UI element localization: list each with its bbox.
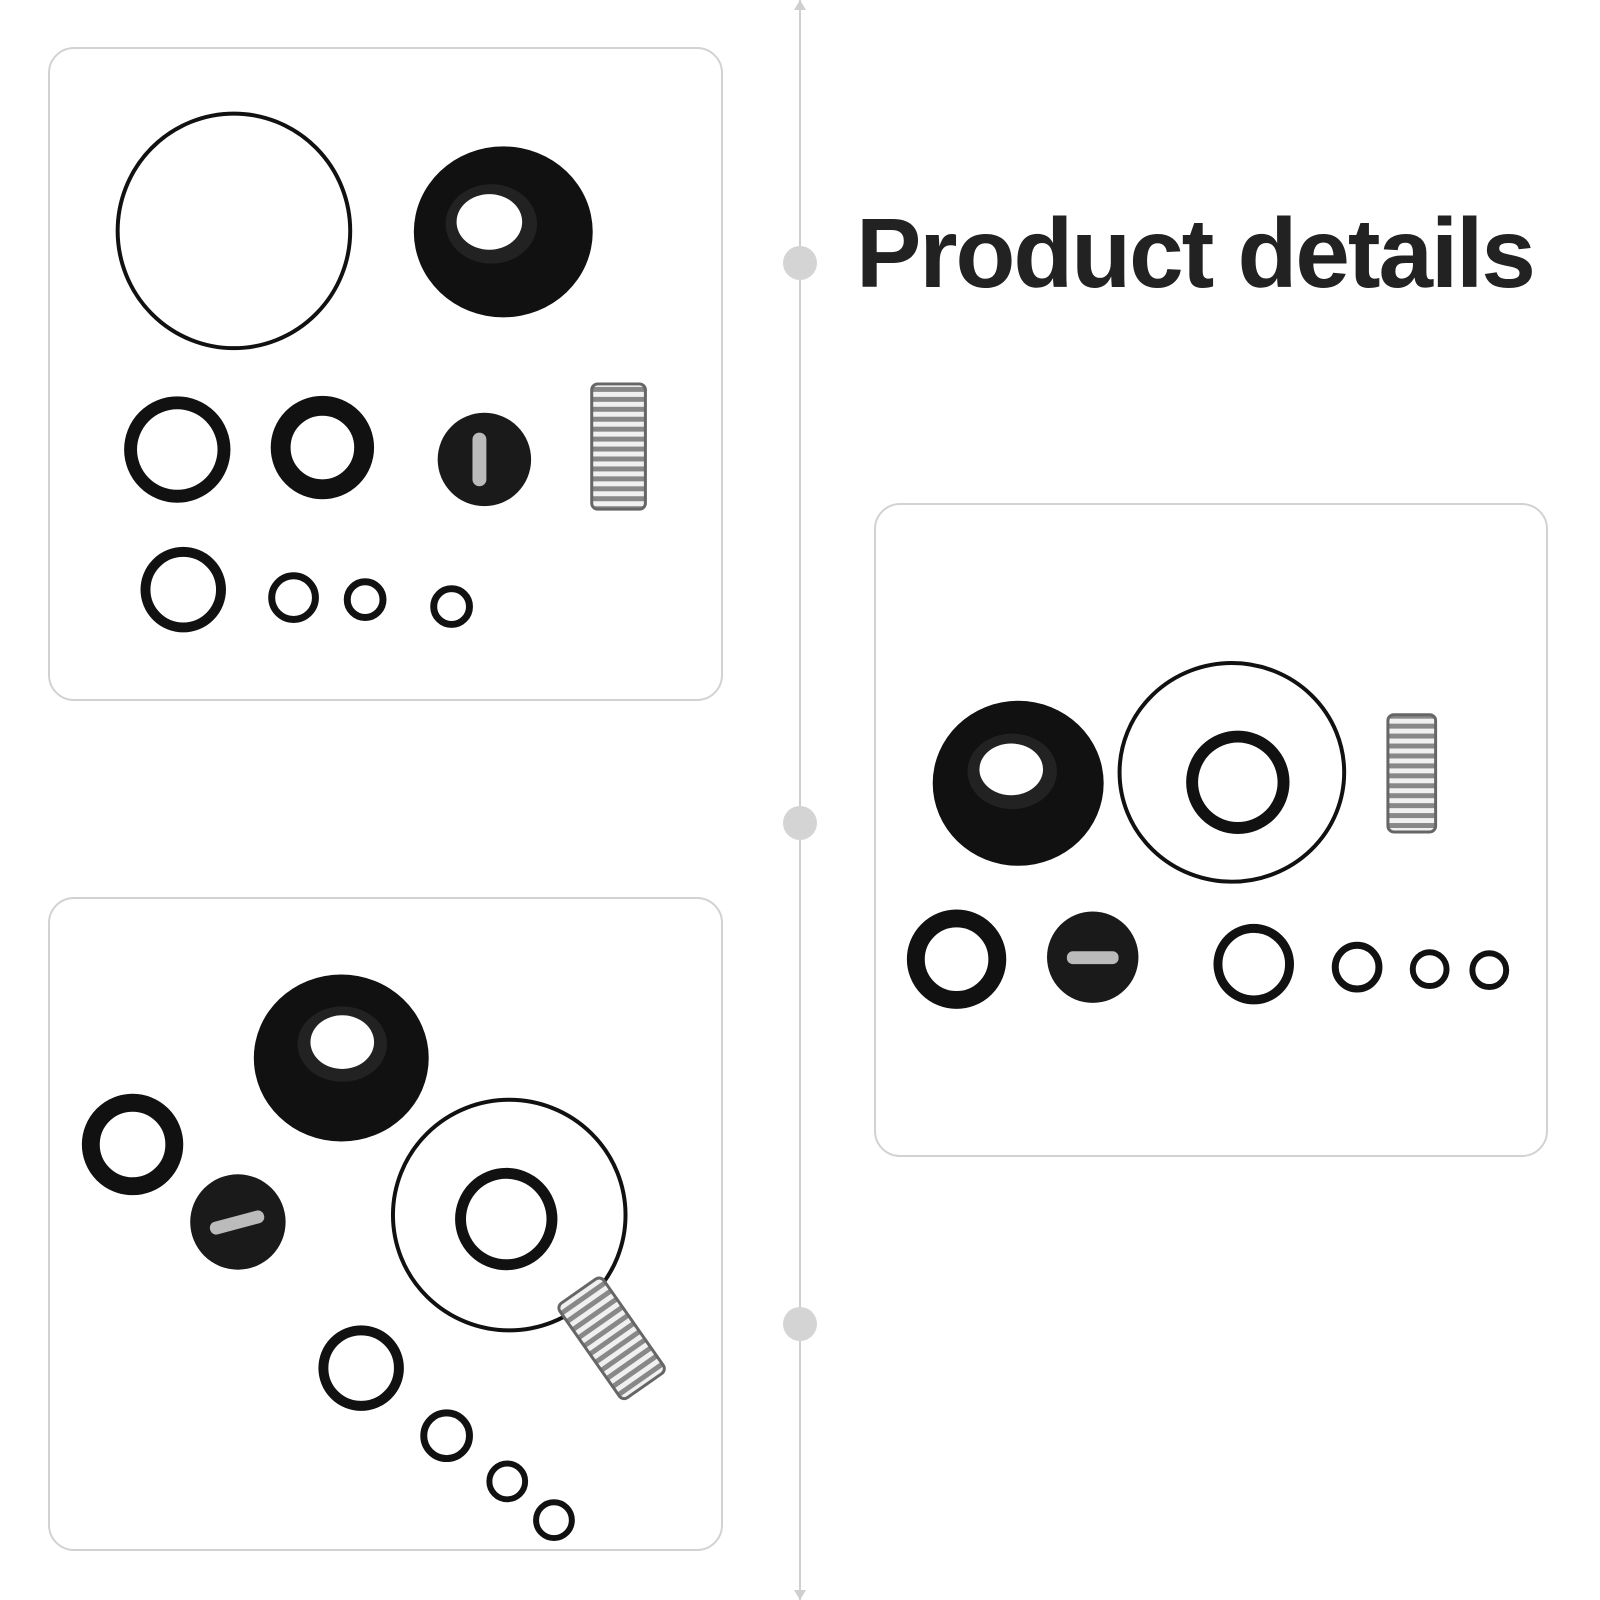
o-ring xyxy=(455,1167,558,1271)
seal-kit-photo-right xyxy=(906,661,1510,1009)
small-o-ring xyxy=(430,585,473,628)
small-o-ring xyxy=(420,1409,473,1463)
spring xyxy=(557,1276,666,1401)
timeline-dot xyxy=(783,246,817,280)
small-o-ring xyxy=(1469,950,1510,991)
small-o-ring xyxy=(268,572,319,623)
timeline-arrow-top xyxy=(794,0,806,10)
washer xyxy=(81,1093,184,1196)
timeline-line xyxy=(799,0,801,1600)
spring xyxy=(1386,713,1438,834)
large-o-ring xyxy=(1117,661,1347,884)
product-image-card xyxy=(48,897,723,1551)
timeline-arrow-bottom xyxy=(794,1590,806,1600)
spring xyxy=(590,382,647,511)
seal-kit-photo-bottom-left xyxy=(81,974,666,1542)
product-image-card xyxy=(874,503,1548,1157)
small-o-ring xyxy=(486,1460,529,1503)
small-o-ring xyxy=(1331,941,1383,993)
o-ring xyxy=(1213,923,1294,1005)
seal-kit-photo-top-left xyxy=(115,111,647,633)
o-ring xyxy=(1186,730,1290,834)
o-ring xyxy=(140,546,226,633)
small-o-ring xyxy=(1409,949,1450,990)
large-o-ring xyxy=(115,111,353,351)
washer xyxy=(906,909,1007,1009)
timeline-dot xyxy=(783,806,817,840)
small-o-ring xyxy=(343,578,387,621)
product-image-card xyxy=(48,47,723,701)
o-ring xyxy=(318,1325,404,1411)
washer xyxy=(270,395,375,500)
page-title: Product details xyxy=(856,198,1536,308)
large-o-ring xyxy=(390,1097,628,1333)
o-ring xyxy=(124,396,231,503)
small-o-ring xyxy=(533,1499,575,1542)
timeline-dot xyxy=(783,1307,817,1341)
